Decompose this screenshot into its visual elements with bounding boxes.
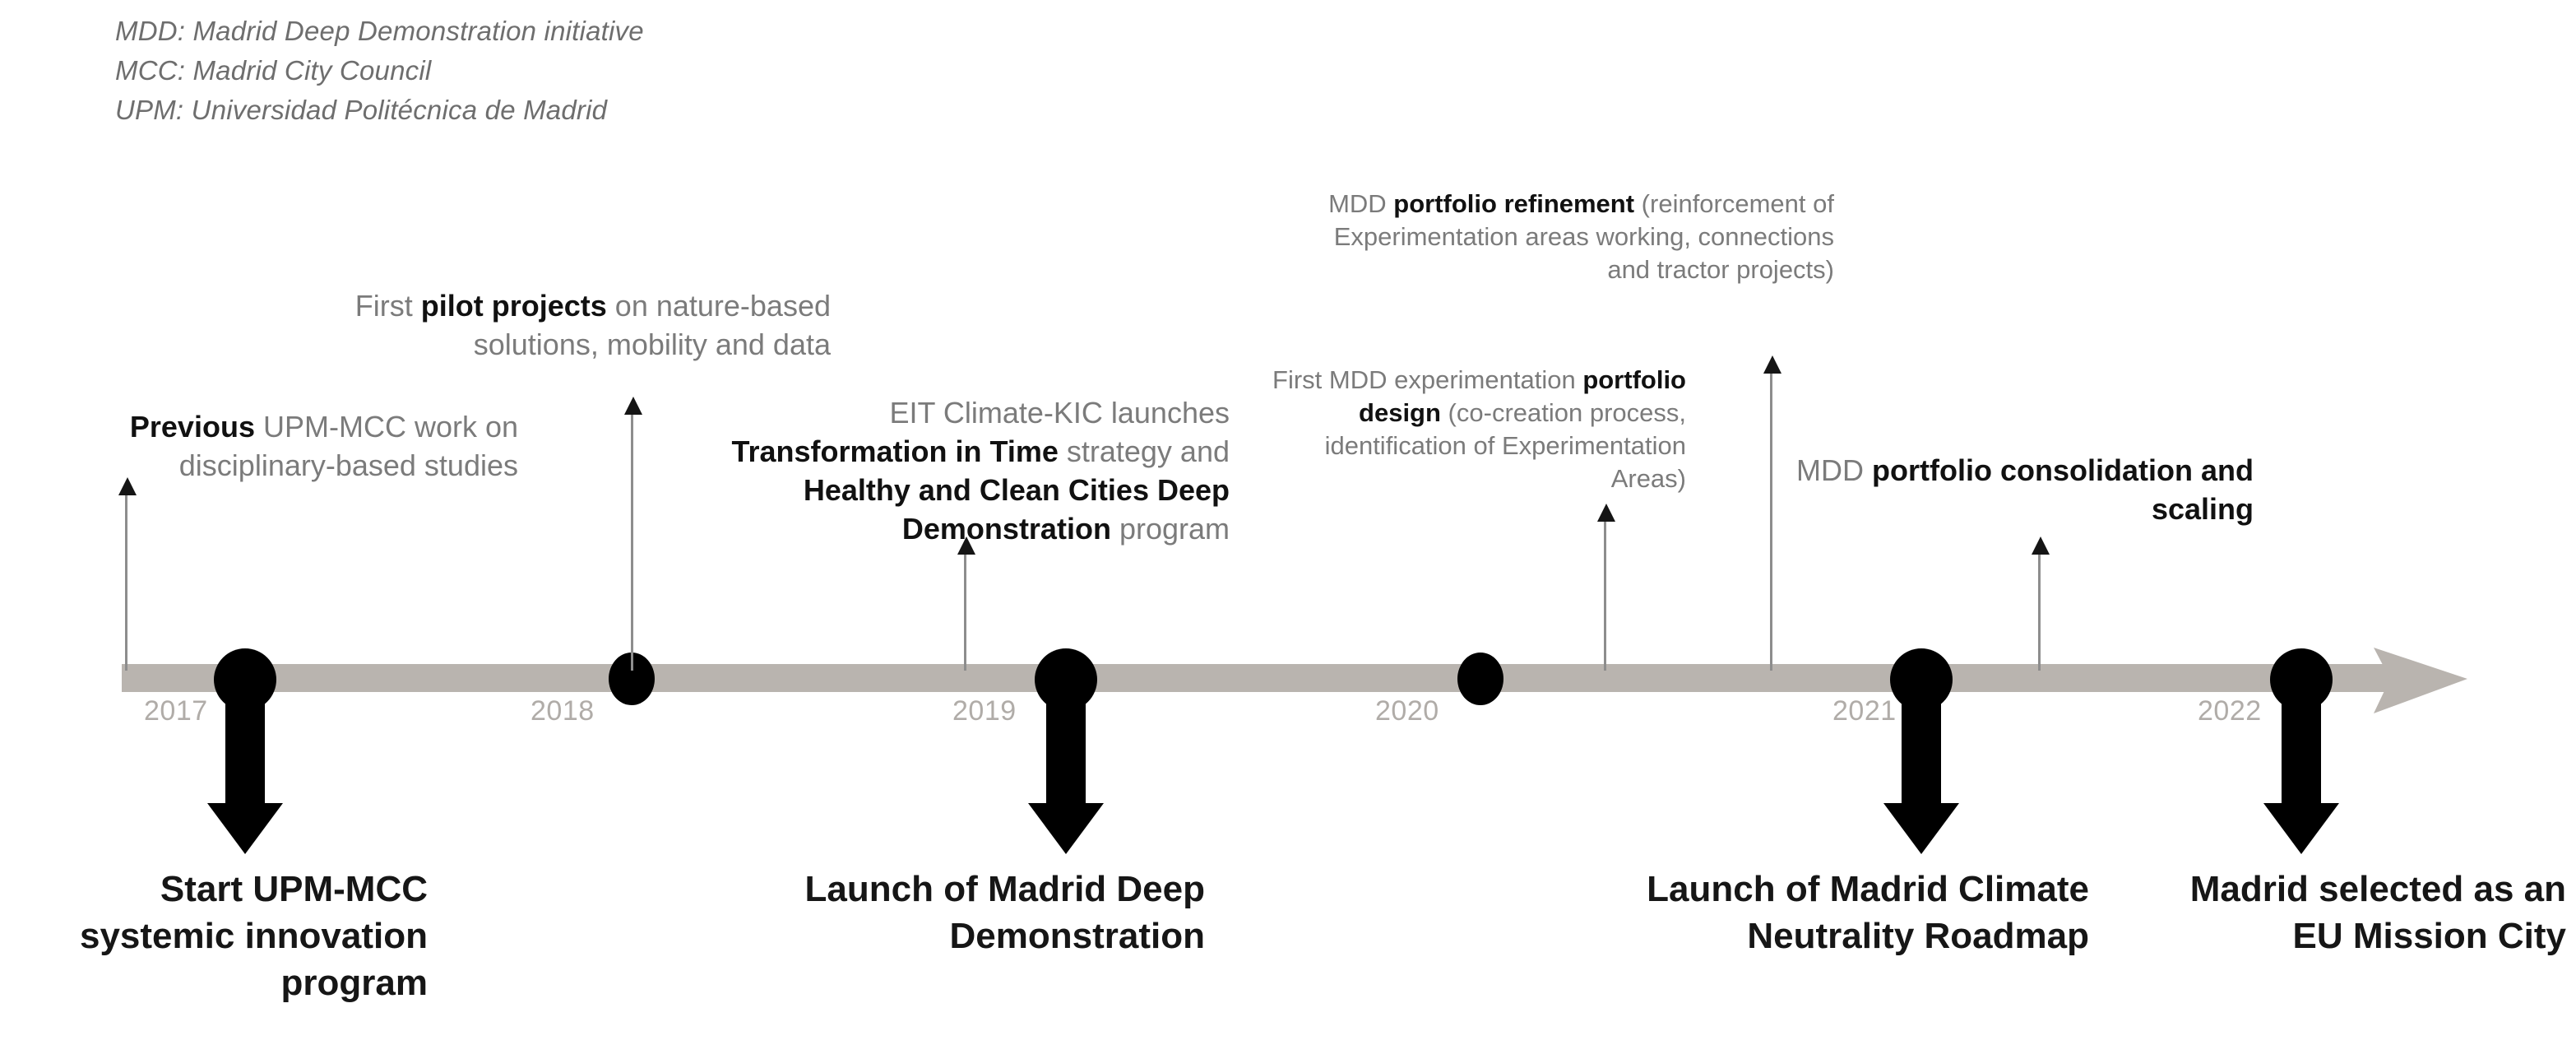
pointer-head-portfolio-consolidation	[2032, 536, 2050, 555]
pointer-head-previous-work	[118, 477, 137, 495]
year-label-2018: 2018	[530, 695, 595, 727]
milestone-caption-launch-mdd: Launch of Madrid Deep Demonstration	[804, 869, 1205, 956]
annotation-portfolio-design: First MDD experimentation portfolio desi…	[1272, 365, 1686, 493]
pointer-line-eit-climate-kic	[964, 553, 966, 671]
timeline-axis-bar	[122, 664, 2398, 692]
annotation-previous-work: Previous UPM-MCC work on disciplinary-ba…	[129, 410, 518, 482]
milestone-caption-launch-roadmap: Launch of Madrid Climate Neutrality Road…	[1647, 869, 2089, 956]
timeline-arrow-icon	[2369, 638, 2476, 720]
year-label-2020: 2020	[1375, 695, 1439, 727]
milestone-caption-eu-mission-city: Madrid selected as an EU Mission City	[2189, 869, 2566, 956]
legend-line-mcc: MCC: Madrid City Council	[115, 55, 432, 86]
timeline-dot-2020[interactable]	[1457, 653, 1503, 705]
legend-line-upm: UPM: Universidad Politécnica de Madrid	[115, 95, 608, 125]
year-label-2017: 2017	[144, 695, 208, 727]
milestone-arrow-2022[interactable]	[2263, 648, 2339, 854]
year-label-2022: 2022	[2198, 695, 2262, 727]
legend-line-mdd: MDD: Madrid Deep Demonstration initiativ…	[115, 16, 644, 46]
milestone-caption-start-upm-mcc: Start UPM-MCC systemic innovation progra…	[79, 869, 428, 1003]
pointer-line-pilot-projects	[631, 413, 633, 671]
pointer-line-portfolio-consolidation	[2038, 553, 2041, 671]
pointer-head-eit-climate-kic	[957, 536, 975, 555]
annotation-eit-climate-kic: EIT Climate-KIC launches Transformation …	[731, 396, 1230, 546]
milestone-arrow-2021[interactable]	[1883, 648, 1959, 854]
annotation-portfolio-consolidation: MDD portfolio consolidation and scaling	[1796, 453, 2254, 526]
pointer-line-previous-work	[125, 494, 127, 671]
pointer-head-portfolio-design	[1597, 504, 1615, 522]
pointer-line-portfolio-refinement	[1770, 372, 1772, 671]
pointer-head-portfolio-refinement	[1763, 355, 1781, 374]
annotation-portfolio-refinement: MDD portfolio refinement (reinforcement …	[1328, 189, 1834, 284]
annotation-pilot-projects: First pilot projects on nature-based sol…	[354, 289, 831, 361]
pointer-line-portfolio-design	[1604, 520, 1606, 671]
year-label-2019: 2019	[952, 695, 1017, 727]
year-label-2021: 2021	[1832, 695, 1897, 727]
milestone-arrow-2017[interactable]	[207, 648, 283, 854]
abbreviation-legend: MDD: Madrid Deep Demonstration initiativ…	[115, 12, 644, 130]
milestone-arrow-2019[interactable]	[1028, 648, 1104, 854]
pointer-head-pilot-projects	[624, 397, 642, 415]
